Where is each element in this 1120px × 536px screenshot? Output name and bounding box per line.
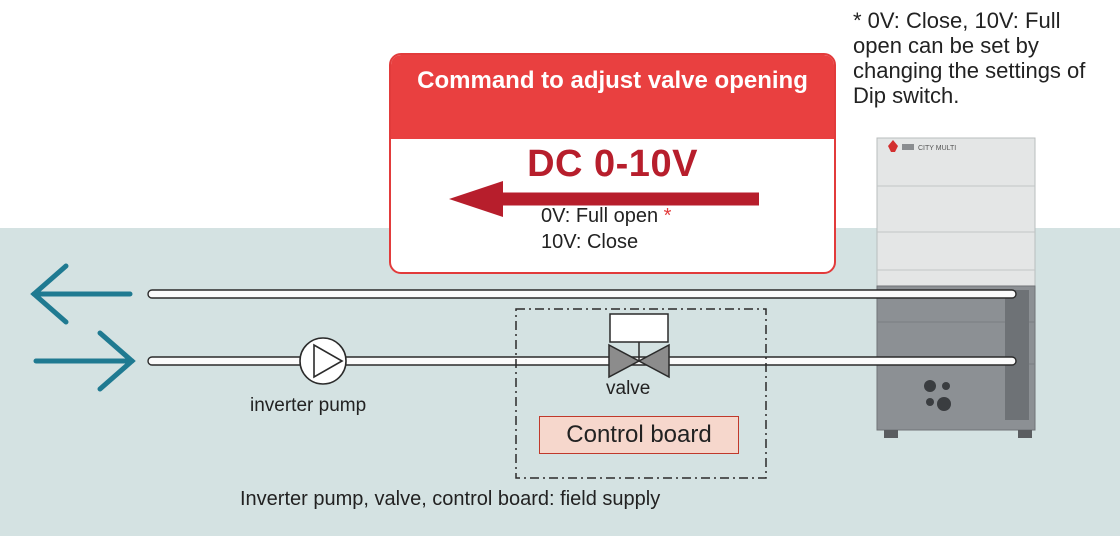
inverter-pump-icon xyxy=(299,337,347,385)
brand-logo-icon xyxy=(888,140,898,152)
return-pipe xyxy=(147,289,1017,299)
valve-icon xyxy=(608,313,670,379)
outdoor-unit: CITY MULTI xyxy=(876,137,1036,438)
voltage-line-open: 0V: Full open xyxy=(541,205,659,227)
unit-logo-text: CITY MULTI xyxy=(918,145,956,152)
command-callout: Command to adjust valve opening DC 0-10V… xyxy=(389,53,836,274)
callout-title: Command to adjust valve opening xyxy=(391,55,834,139)
field-supply-caption: Inverter pump, valve, control board: fie… xyxy=(240,488,661,510)
note-asterisk: * xyxy=(663,205,672,227)
inflow-arrow-icon xyxy=(33,330,136,392)
dip-switch-note: * 0V: Close, 10V: Full open can be set b… xyxy=(853,8,1086,108)
valve-label: valve xyxy=(606,378,651,399)
voltage-description: 0V: Full open * 10V: Close xyxy=(541,203,671,255)
supply-pipe xyxy=(147,356,1017,366)
control-board: Control board xyxy=(539,416,739,454)
outflow-arrow-icon xyxy=(30,263,133,325)
command-arrow-icon xyxy=(449,181,759,217)
signal-range: DC 0-10V xyxy=(527,143,698,185)
voltage-line-close: 10V: Close xyxy=(541,231,639,253)
pump-label: inverter pump xyxy=(250,395,367,416)
